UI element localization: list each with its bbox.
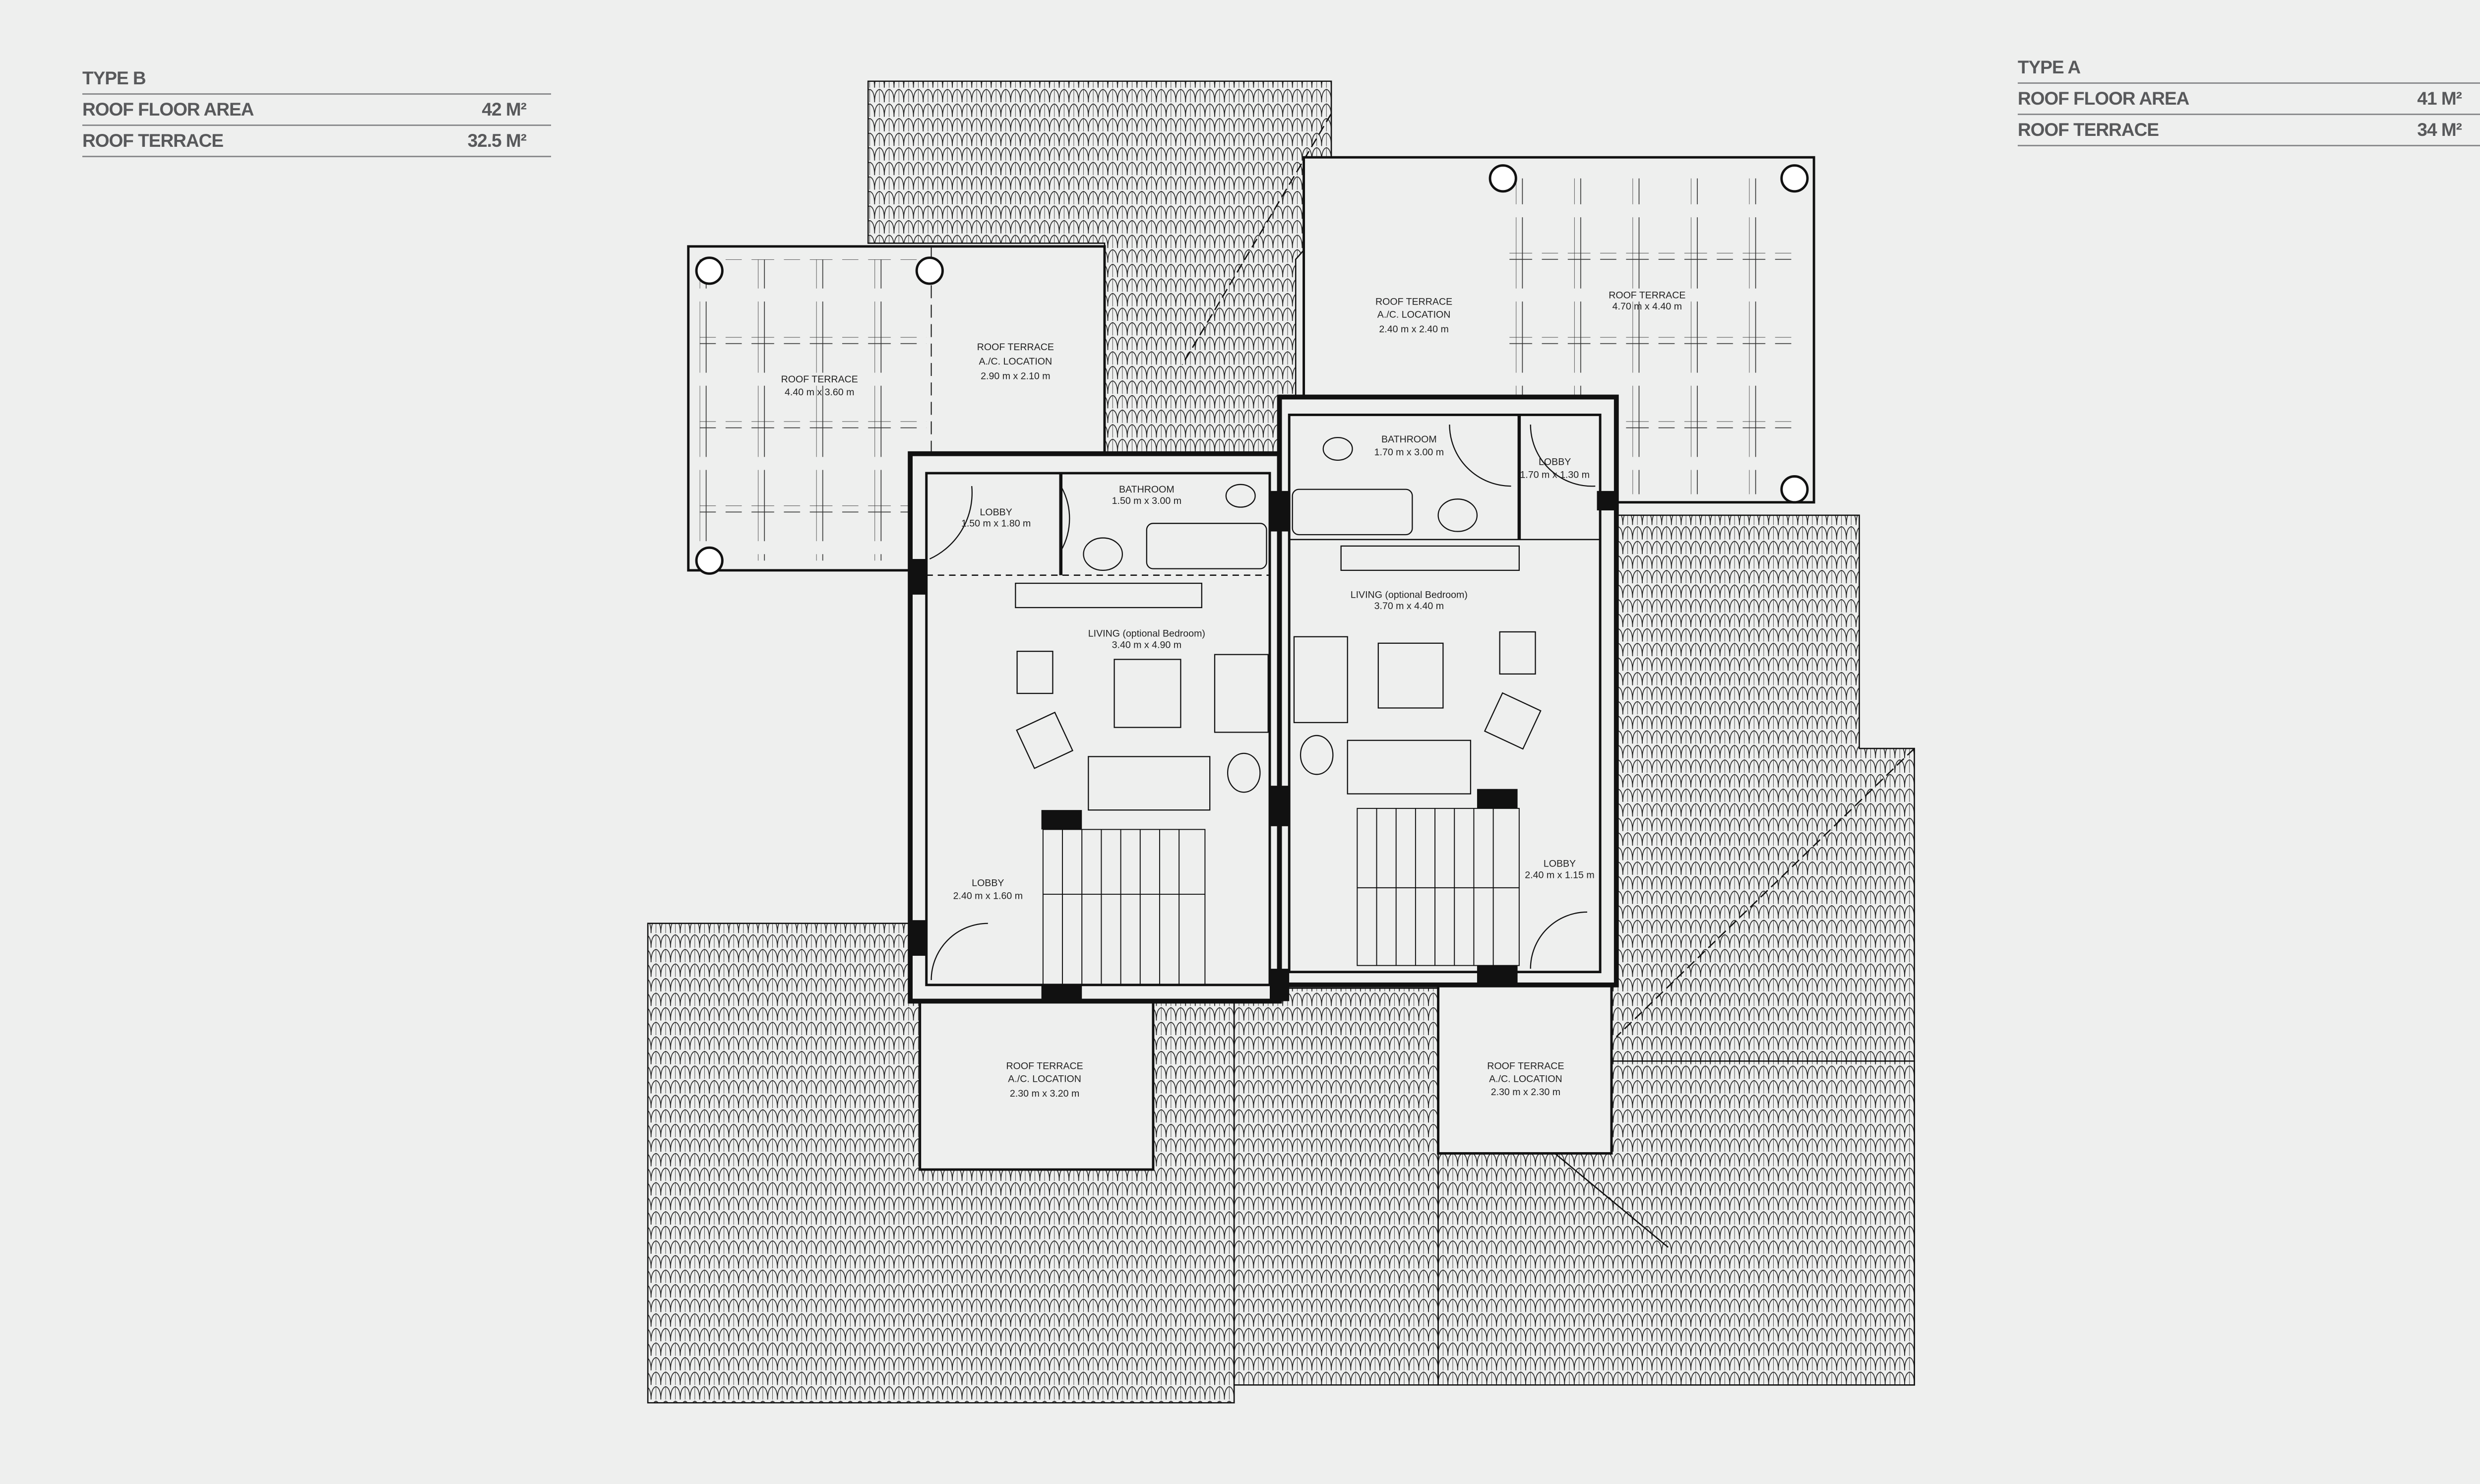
column-icon [1488, 164, 1517, 193]
row-value: 32.5 M² [467, 130, 527, 151]
label-a-lobby: LOBBY [1544, 858, 1576, 869]
door-swing [1530, 911, 1588, 969]
sofa [1347, 740, 1472, 795]
bathtub [1292, 489, 1413, 536]
type-b-row-terrace: ROOF TERRACE 32.5 M² [82, 124, 551, 157]
row-label: ROOF TERRACE [82, 130, 224, 151]
label-a-living: LIVING (optional Bedroom) [1351, 589, 1468, 600]
row-label: ROOF FLOOR AREA [82, 99, 254, 120]
size-b-living: 3.40 m x 4.90 m [1112, 640, 1181, 651]
column-icon [1780, 475, 1809, 504]
size-b-lobby: 2.40 m x 1.60 m [953, 891, 1023, 902]
sofa [1214, 654, 1269, 733]
row-value: 34 M² [2417, 120, 2462, 140]
furniture [929, 424, 1596, 981]
type-a-ac-terrace-bottom [1437, 984, 1613, 1155]
size-b-lobby-top: 1.50 m x 1.80 m [961, 518, 1031, 529]
column-icon [915, 256, 944, 285]
size-b-ac: 2.90 m x 2.10 m [981, 371, 1050, 382]
size-a-living: 3.70 m x 4.40 m [1374, 601, 1444, 612]
door-swing [1060, 486, 1070, 552]
armchair [1484, 692, 1542, 750]
label-b-ac: ROOF TERRACE [977, 342, 1054, 353]
type-b-ac-terrace-bottom [919, 1000, 1155, 1171]
tv-unit [1340, 545, 1520, 571]
sub-a-ac: A./C. LOCATION [1377, 309, 1451, 320]
type-a-spec-table: TYPE A ROOF FLOOR AREA 41 M² ROOF TERRAC… [2018, 53, 2480, 146]
washbasin [1437, 498, 1478, 532]
roof-hip-line [1615, 748, 1915, 1038]
door-swing [1530, 424, 1596, 487]
door-swing [930, 923, 988, 981]
room-labels: ROOF TERRACE 4.40 m x 3.60 m ROOF TERRAC… [781, 290, 1686, 1099]
type-b-unit-interior [925, 472, 1271, 987]
label-b-terrace: ROOF TERRACE [781, 374, 858, 385]
roof-hip-line [1554, 1153, 1669, 1248]
units [908, 394, 1619, 1004]
label-b-ac-bottom: ROOF TERRACE [1006, 1061, 1083, 1072]
size-b-terrace: 4.40 m x 3.60 m [785, 387, 854, 398]
label-a-bathroom: BATHROOM [1381, 434, 1437, 445]
toilet [1225, 484, 1256, 508]
sofa [1088, 756, 1211, 811]
washbasin [1083, 537, 1123, 571]
tv-unit [1015, 582, 1202, 609]
row-label: ROOF FLOOR AREA [2018, 88, 2189, 109]
roof-hip-line [1181, 113, 1332, 365]
label-b-lobby: LOBBY [972, 878, 1004, 889]
type-a-row-floor-area: ROOF FLOOR AREA 41 M² [2018, 82, 2480, 114]
label-b-lobby-top: LOBBY [980, 507, 1012, 518]
armchair [1016, 650, 1054, 694]
size-a-terrace: 4.70 m x 4.40 m [1612, 301, 1682, 312]
door-swing [1449, 424, 1511, 487]
type-b-stairs [1042, 829, 1206, 986]
size-a-lobby: 2.40 m x 1.15 m [1525, 869, 1594, 880]
type-a-stairs [1357, 807, 1520, 966]
row-value: 42 M² [482, 99, 527, 120]
size-a-ac-bottom: 2.30 m x 2.30 m [1491, 1087, 1560, 1098]
columns [695, 164, 1809, 575]
size-a-lobby-top: 1.70 m x 1.30 m [1520, 470, 1590, 481]
type-a-title: TYPE A [2018, 57, 2081, 77]
armchair [1016, 711, 1074, 769]
type-b-title: TYPE B [82, 68, 146, 88]
size-a-bathroom: 1.70 m x 3.00 m [1374, 447, 1444, 458]
roof-tiles [647, 80, 1915, 1404]
size-b-bathroom: 1.50 m x 3.00 m [1112, 495, 1181, 506]
type-a-row-terrace: ROOF TERRACE 34 M² [2018, 114, 2480, 146]
type-b-spec-table: TYPE B ROOF FLOOR AREA 42 M² ROOF TERRAC… [82, 63, 551, 157]
column-icon [1780, 164, 1809, 193]
sofa [1293, 636, 1348, 723]
door-swing [929, 486, 973, 560]
bathtub [1146, 523, 1267, 569]
terraces [687, 156, 1815, 1171]
toilet [1322, 436, 1353, 461]
side-table [1300, 735, 1334, 775]
row-value: 41 M² [2417, 88, 2462, 109]
column-icon [695, 256, 724, 285]
label-a-ac-bottom: ROOF TERRACE [1487, 1061, 1564, 1072]
type-a-unit-interior [1288, 413, 1602, 974]
roof-tiles-bottom-center [1233, 988, 1439, 1386]
sub-b-ac: A./C. LOCATION [979, 356, 1053, 367]
sub-a-ac-bottom: A./C. LOCATION [1489, 1074, 1562, 1085]
label-b-bathroom: BATHROOM [1119, 484, 1175, 495]
label-a-lobby-top: LOBBY [1539, 457, 1571, 468]
row-label: ROOF TERRACE [2018, 120, 2159, 140]
type-b-terrace-grid [699, 259, 927, 561]
side-table [1227, 752, 1261, 793]
coffee-table [1377, 642, 1444, 709]
coffee-table [1114, 659, 1181, 728]
size-b-ac-bottom: 2.30 m x 3.20 m [1010, 1088, 1079, 1099]
label-a-terrace: ROOF TERRACE [1609, 290, 1685, 301]
sub-b-ac-bottom: A./C. LOCATION [1008, 1074, 1081, 1085]
label-b-living: LIVING (optional Bedroom) [1088, 628, 1205, 639]
label-a-ac: ROOF TERRACE [1375, 296, 1452, 307]
column-icon [695, 546, 724, 575]
type-b-row-floor-area: ROOF FLOOR AREA 42 M² [82, 93, 551, 124]
size-a-ac: 2.40 m x 2.40 m [1379, 324, 1448, 335]
armchair [1499, 631, 1536, 675]
